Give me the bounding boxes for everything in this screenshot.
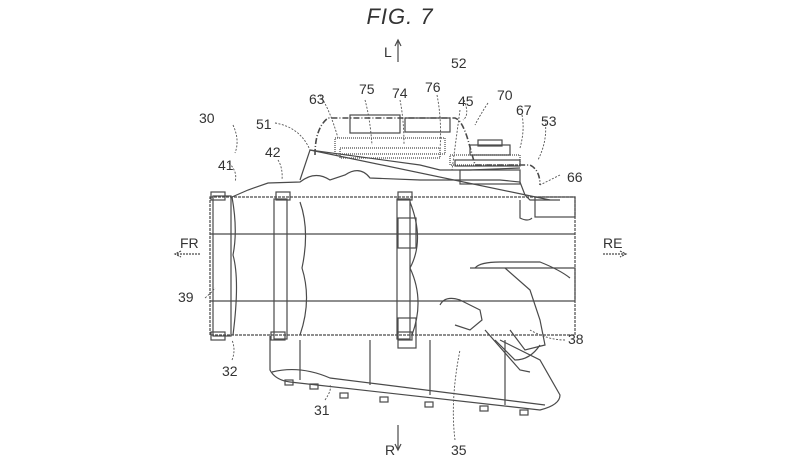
ref-39: 39 — [178, 289, 194, 305]
direction-label-up: L — [384, 44, 392, 60]
arrow-down-icon — [394, 425, 402, 452]
upper-housing — [231, 117, 576, 221]
ref-38: 38 — [568, 331, 584, 347]
arrow-up-icon — [394, 38, 402, 62]
ref-53: 53 — [541, 113, 557, 129]
ref-66: 66 — [567, 169, 583, 185]
leader-lines — [204, 94, 566, 441]
ref-45: 45 — [458, 93, 474, 109]
ref-74: 74 — [392, 85, 408, 101]
ref-35: 35 — [451, 442, 467, 458]
arrow-right-icon — [603, 250, 628, 258]
ref-51: 51 — [256, 116, 272, 132]
ref-42: 42 — [265, 144, 281, 160]
ref-67: 67 — [516, 102, 532, 118]
direction-label-left: FR — [180, 235, 199, 251]
engine-body — [209, 191, 576, 349]
arrow-left-icon — [173, 250, 200, 258]
ref-41: 41 — [218, 157, 234, 173]
ref-76: 76 — [425, 79, 441, 95]
oil-pan — [269, 336, 561, 416]
ref-63: 63 — [309, 91, 325, 107]
ref-30: 30 — [199, 110, 215, 126]
ref-32: 32 — [222, 363, 238, 379]
direction-label-right: RE — [603, 235, 623, 251]
ref-31: 31 — [314, 402, 330, 418]
gear-train — [334, 114, 521, 185]
rear-components — [439, 261, 576, 373]
ref-75: 75 — [359, 81, 375, 97]
ref-52: 52 — [451, 55, 467, 71]
direction-label-down: R — [385, 442, 396, 458]
ref-70: 70 — [497, 87, 513, 103]
figure-title: FIG. 7 — [366, 4, 434, 29]
